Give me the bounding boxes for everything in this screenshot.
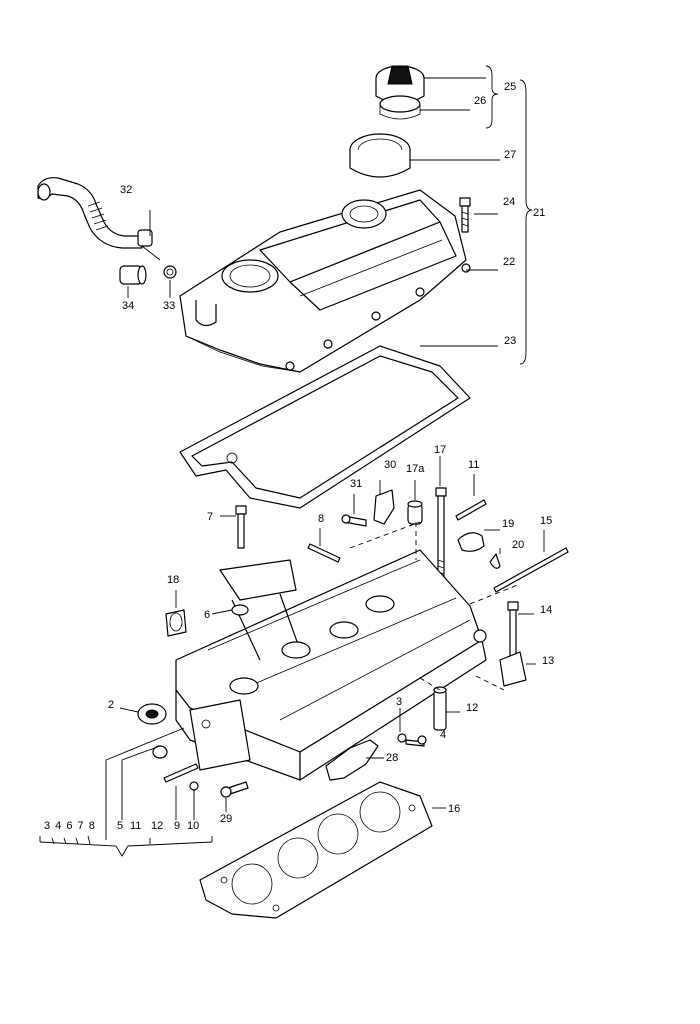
drop-20 xyxy=(489,553,501,569)
callout-29: 29 xyxy=(220,813,232,825)
stud-9 xyxy=(163,763,199,783)
washer-6 xyxy=(231,604,249,616)
callout-labels: 25 26 27 24 21 22 23 32 34 33 17 30 17a … xyxy=(108,81,554,825)
bracket-28 xyxy=(325,739,379,781)
cover-gasket xyxy=(179,345,471,509)
sleeve-12 xyxy=(433,686,447,731)
legend-12: 12 xyxy=(151,820,163,832)
callout-16: 16 xyxy=(448,803,460,815)
bush-17a xyxy=(407,500,423,525)
bearing-shell xyxy=(165,609,187,637)
rod-15 xyxy=(493,547,569,593)
bolt-7 xyxy=(235,505,247,549)
callout-25: 25 xyxy=(504,81,516,93)
cap-10 xyxy=(189,781,199,791)
cover-bolt xyxy=(459,197,471,233)
legend-10: 10 xyxy=(187,820,199,832)
callout-13: 13 xyxy=(542,655,554,667)
stud-8 xyxy=(307,543,341,563)
callout-30: 30 xyxy=(384,459,396,471)
leader-lines xyxy=(39,77,545,857)
callout-31: 31 xyxy=(350,478,362,490)
screw-31 xyxy=(341,514,367,527)
callout-17: 17 xyxy=(434,444,446,456)
callout-3: 3 xyxy=(396,696,402,708)
callout-22: 22 xyxy=(503,256,515,268)
hose-clip xyxy=(163,265,177,279)
legend-9: 9 xyxy=(174,820,180,832)
filler-cap xyxy=(375,65,425,120)
legend-5: 5 xyxy=(117,820,123,832)
hose-sleeve xyxy=(119,265,147,285)
callout-7: 7 xyxy=(207,511,213,523)
bracket-13 xyxy=(499,651,527,687)
valve-cover xyxy=(179,189,471,373)
bottom-legend: 3 4 6 7 8 5 11 12 9 10 xyxy=(44,820,199,832)
callout-2: 2 xyxy=(108,699,114,711)
callout-24: 24 xyxy=(503,196,515,208)
head-gasket xyxy=(199,781,433,919)
bolt-14 xyxy=(507,601,519,657)
bolt-4 xyxy=(397,733,427,747)
callout-19: 19 xyxy=(502,518,514,530)
callout-4: 4 xyxy=(440,729,446,741)
callout-26: 26 xyxy=(474,95,486,107)
breather-hose xyxy=(37,177,153,249)
callout-11-top: 11 xyxy=(468,459,479,471)
callout-8: 8 xyxy=(318,513,324,525)
legend-row-1: 3 4 6 7 8 xyxy=(44,820,95,832)
callout-34: 34 xyxy=(122,300,134,312)
cylinder-head xyxy=(175,549,487,781)
bracket-30 xyxy=(373,489,395,525)
group-brace xyxy=(485,65,533,365)
callout-18: 18 xyxy=(167,574,179,586)
callout-21: 21 xyxy=(533,207,545,219)
callout-23: 23 xyxy=(504,335,516,347)
callout-6: 6 xyxy=(204,609,210,621)
callout-32: 32 xyxy=(120,184,132,196)
plug-19 xyxy=(457,532,485,552)
callout-20: 20 xyxy=(512,539,524,551)
callout-15: 15 xyxy=(540,515,552,527)
oil-seal xyxy=(137,703,167,725)
callout-28: 28 xyxy=(386,752,398,764)
pin-11 xyxy=(455,499,487,521)
seal-ring xyxy=(349,133,411,178)
callout-12: 12 xyxy=(466,702,478,714)
callout-33: 33 xyxy=(163,300,175,312)
callout-17a: 17a xyxy=(406,463,425,475)
callout-14: 14 xyxy=(540,604,552,616)
callout-27: 27 xyxy=(504,149,516,161)
legend-11: 11 xyxy=(130,820,141,832)
bolt-29 xyxy=(220,781,249,798)
